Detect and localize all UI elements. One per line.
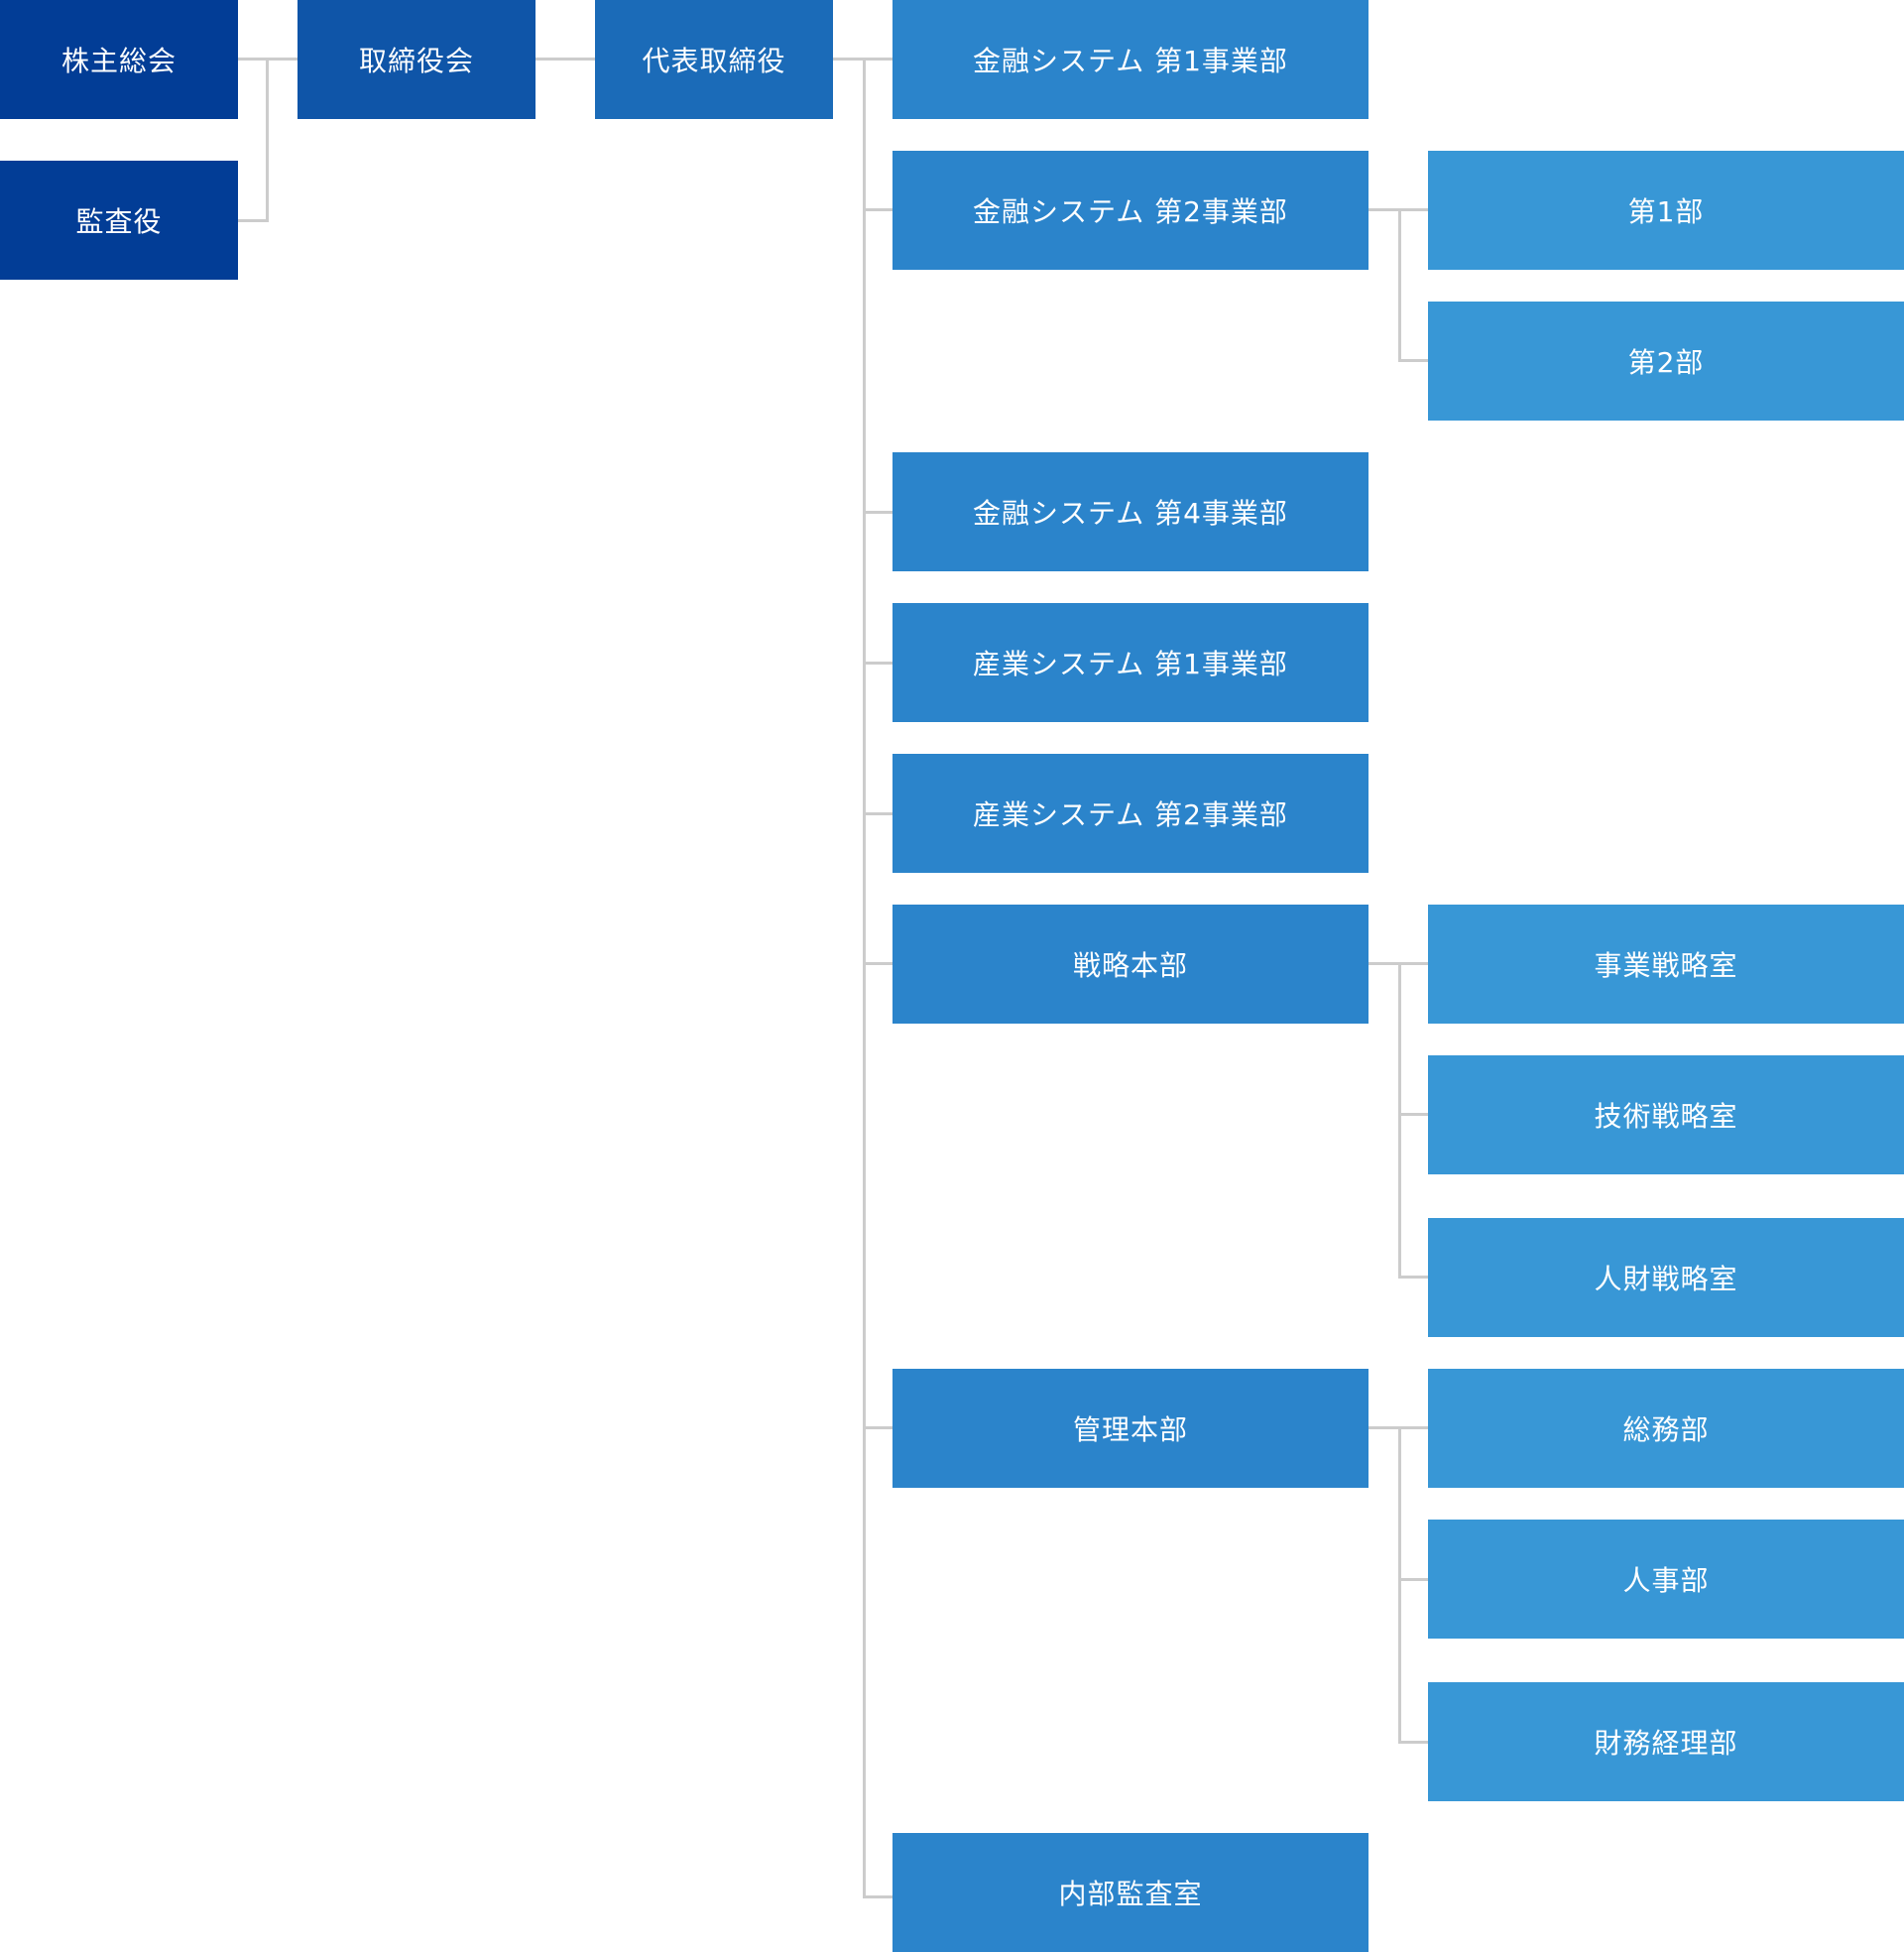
connector [1398,1426,1401,1744]
connector [863,58,866,1898]
connector [863,1426,892,1429]
node-finance-accounting-dept: 財務経理部 [1428,1682,1904,1801]
connector [863,812,892,815]
node-dept-2: 第2部 [1428,302,1904,421]
node-admin-hq: 管理本部 [892,1369,1368,1488]
connector [863,962,892,965]
node-hr-strategy-office: 人財戦略室 [1428,1218,1904,1337]
connector [1398,1741,1428,1744]
node-dept-1: 第1部 [1428,151,1904,270]
connector [1398,962,1401,1279]
node-industrial-system-div-1: 産業システム 第1事業部 [892,603,1368,722]
connector [863,511,892,514]
node-finance-system-div-4: 金融システム 第4事業部 [892,452,1368,571]
connector [1398,359,1428,362]
connector [863,1895,892,1898]
connector [1398,1276,1428,1279]
node-shareholders-meeting: 株主総会 [0,0,238,119]
connector [863,662,892,665]
node-internal-audit-office: 内部監査室 [892,1833,1368,1952]
node-board-of-directors: 取締役会 [298,0,536,119]
connector [266,58,269,222]
connector [1398,1113,1428,1116]
node-auditor: 監査役 [0,161,238,280]
node-technology-strategy-office: 技術戦略室 [1428,1055,1904,1174]
node-strategy-hq: 戦略本部 [892,905,1368,1024]
connector [536,58,595,61]
node-finance-system-div-2: 金融システム 第2事業部 [892,151,1368,270]
node-finance-system-div-1: 金融システム 第1事業部 [892,0,1368,119]
connector [1398,208,1401,362]
node-personnel-dept: 人事部 [1428,1520,1904,1639]
node-general-affairs-dept: 総務部 [1428,1369,1904,1488]
node-industrial-system-div-2: 産業システム 第2事業部 [892,754,1368,873]
node-representative-director: 代表取締役 [595,0,833,119]
node-business-strategy-office: 事業戦略室 [1428,905,1904,1024]
connector [1398,1578,1428,1581]
connector [863,208,892,211]
connector [238,219,269,222]
